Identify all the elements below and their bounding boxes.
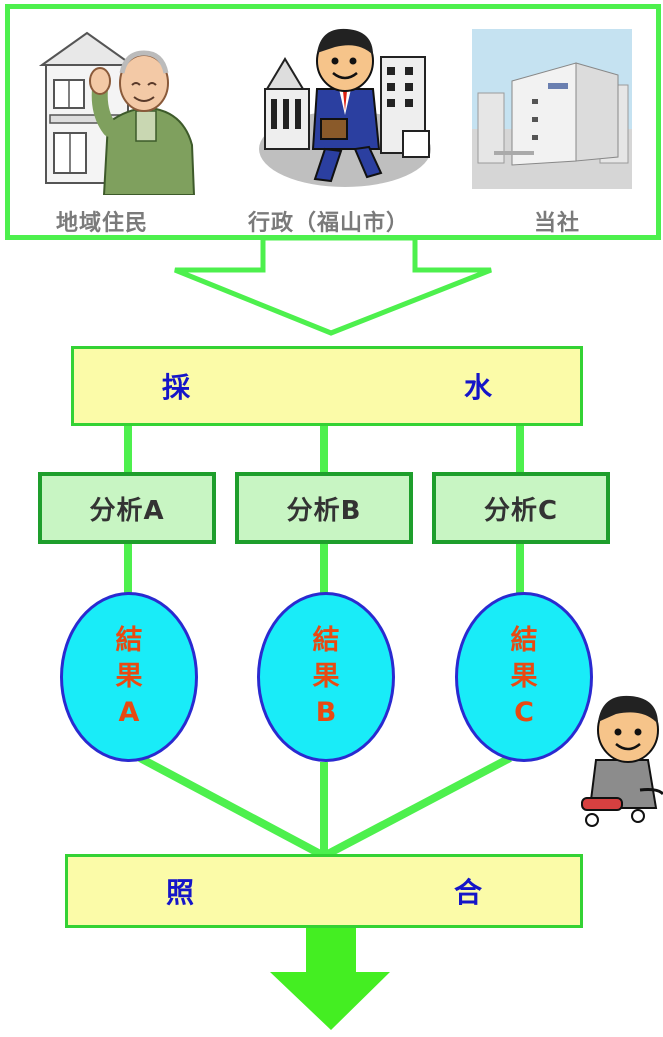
collation-label-left: 照 <box>166 876 195 909</box>
connector-line <box>322 754 512 860</box>
participants-panel: 地域住民 行政（福山市） 当社 <box>5 4 661 240</box>
result-char: A <box>118 697 140 728</box>
connector-line <box>124 544 132 600</box>
sampling-label-right: 水 <box>463 371 492 404</box>
connector-line <box>516 424 524 474</box>
result-char: B <box>315 697 337 728</box>
connector-line <box>320 544 328 600</box>
connector-line <box>320 424 328 474</box>
city-official-icon <box>259 28 431 187</box>
result-char: 果 <box>510 661 538 692</box>
connector-line <box>124 424 132 474</box>
analysis-label: 分析B <box>286 495 362 526</box>
analysis-box-c: 分析C <box>432 472 610 544</box>
analysis-label: 分析A <box>89 495 165 526</box>
participant-label-resident: 地域住民 <box>56 211 149 236</box>
connector-line <box>138 754 326 860</box>
result-char: 果 <box>312 661 340 692</box>
result-char: 果 <box>115 661 143 692</box>
participant-label-government: 行政（福山市） <box>248 211 410 236</box>
sampling-box: 採 水 <box>71 346 583 426</box>
collation-box: 照 合 <box>65 854 583 928</box>
result-char: C <box>514 697 534 728</box>
collation-label-right: 合 <box>453 876 482 909</box>
result-ellipse-c: 結 果 C <box>455 592 593 762</box>
result-ellipse-a: 結 果 A <box>60 592 198 762</box>
sampling-label-left: 採 <box>162 371 191 404</box>
participant-label-company: 当社 <box>534 211 581 236</box>
result-char: 結 <box>115 625 143 656</box>
inspector-character-icon <box>581 695 663 827</box>
company-building-icon <box>472 29 632 189</box>
flow-arrow-down-icon <box>270 928 390 1030</box>
result-char: 結 <box>312 625 340 656</box>
analysis-box-a: 分析A <box>38 472 216 544</box>
result-char: 結 <box>510 625 538 656</box>
flow-arrow-hollow <box>174 235 492 336</box>
connector-line <box>516 544 524 600</box>
analysis-label: 分析C <box>483 495 559 526</box>
analysis-box-b: 分析B <box>235 472 413 544</box>
elderly-resident-icon <box>38 31 196 195</box>
result-ellipse-b: 結 果 B <box>257 592 395 762</box>
